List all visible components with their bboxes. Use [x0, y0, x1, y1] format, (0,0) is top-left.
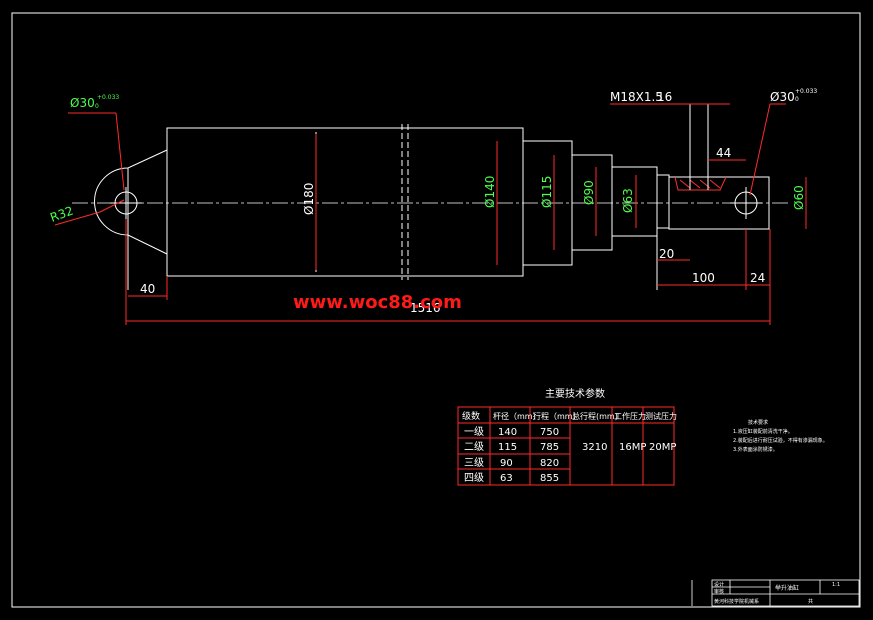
tb-drawing-name: 举升油缸 — [775, 584, 799, 592]
dimension-lines — [54, 103, 807, 325]
cylinder-body — [166, 124, 524, 280]
row1-stage: 一级 — [464, 426, 484, 438]
hdr-stage: 级数 — [462, 410, 480, 422]
tb-scale: 1:1 — [832, 582, 840, 588]
row1-stroke: 750 — [540, 427, 559, 438]
tech-note-3: 3.外表面涂防锈漆。 — [733, 446, 778, 453]
tb-row3-label: 黄河科技学院机械系 — [714, 598, 759, 605]
row1-rod: 140 — [498, 427, 517, 438]
stage1-dia-label: Ø140 — [483, 176, 497, 208]
tb-sheet: 共 — [808, 598, 813, 605]
tech-note-2: 2.装配后进行耐压试验，不得有渗漏现象。 — [733, 437, 828, 444]
hdr-rod: 杆径（mm） — [493, 411, 541, 421]
row2-rod: 115 — [498, 442, 517, 453]
hdr-stroke: 行程（mm） — [533, 411, 581, 421]
total-stroke: 3210 — [582, 442, 607, 453]
telescopic-stages — [522, 140, 670, 290]
stage3-dia-label: Ø90 — [582, 180, 596, 205]
watermark: www.woc88.com — [293, 292, 462, 313]
row4-stroke: 855 — [540, 473, 559, 484]
len-20-label: 20 — [659, 247, 674, 261]
tech-note-1: 1.液压缸装配前清洗干净。 — [733, 428, 793, 435]
end-dia-label: Ø60 — [792, 185, 806, 210]
drawing-border — [11, 12, 861, 608]
param-table-title: 主要技术参数 — [545, 387, 605, 400]
total-len-label: 1516 — [410, 301, 441, 315]
pin-dia-right-label: Ø30 — [770, 90, 795, 104]
rod-end — [668, 104, 770, 230]
row2-stage: 二级 — [464, 441, 484, 453]
row4-stage: 四级 — [464, 472, 484, 484]
hdr-total: 总行程(mm) — [572, 411, 618, 421]
len-44-label: 44 — [716, 146, 731, 160]
pin-tol-zero-right-label: 0 — [795, 96, 799, 103]
body-dia-label: Ø180 — [302, 183, 316, 215]
thread-depth-label: 16 — [657, 90, 672, 104]
tb-row1-label: 设计 — [714, 581, 724, 588]
pin-tol-zero-left-label: 0 — [95, 103, 99, 110]
tech-notes: 技术要求 1.液压缸装配前清洗干净。 2.装配后进行耐压试验，不得有渗漏现象。 … — [733, 419, 828, 453]
len-24-label: 24 — [750, 271, 765, 285]
row3-stage: 三级 — [464, 457, 484, 469]
pin-tol-left-label: +0.033 — [97, 94, 119, 101]
left-clevis — [94, 149, 168, 290]
tb-row2-label: 审核 — [714, 588, 724, 595]
pin-tol-right-label: +0.033 — [795, 88, 817, 95]
radius-label: R32 — [48, 204, 75, 225]
param-table-grid — [457, 406, 675, 486]
stage2-dia-label: Ø115 — [540, 176, 554, 208]
rod-dia-label: Ø63 — [621, 188, 635, 213]
row4-rod: 63 — [500, 473, 513, 484]
thread-label: M18X1.5 — [610, 90, 663, 104]
work-pressure: 16MP — [619, 442, 646, 453]
tech-notes-title: 技术要求 — [748, 419, 768, 426]
row2-stroke: 785 — [540, 442, 559, 453]
row3-rod: 90 — [500, 458, 513, 469]
param-table: 主要技术参数 级数 杆径（mm） 行程（mm） 总行程(mm) 工作压力 测试压… — [457, 387, 677, 486]
hdr-work: 工作压力 — [614, 411, 646, 421]
test-pressure: 20MP — [649, 442, 676, 453]
title-block — [691, 579, 860, 607]
len-100-label: 100 — [692, 271, 715, 285]
hdr-test: 测试压力 — [645, 411, 677, 421]
len-40-label: 40 — [140, 282, 155, 296]
row3-stroke: 820 — [540, 458, 559, 469]
pin-dia-left-label: Ø30 — [70, 96, 95, 110]
